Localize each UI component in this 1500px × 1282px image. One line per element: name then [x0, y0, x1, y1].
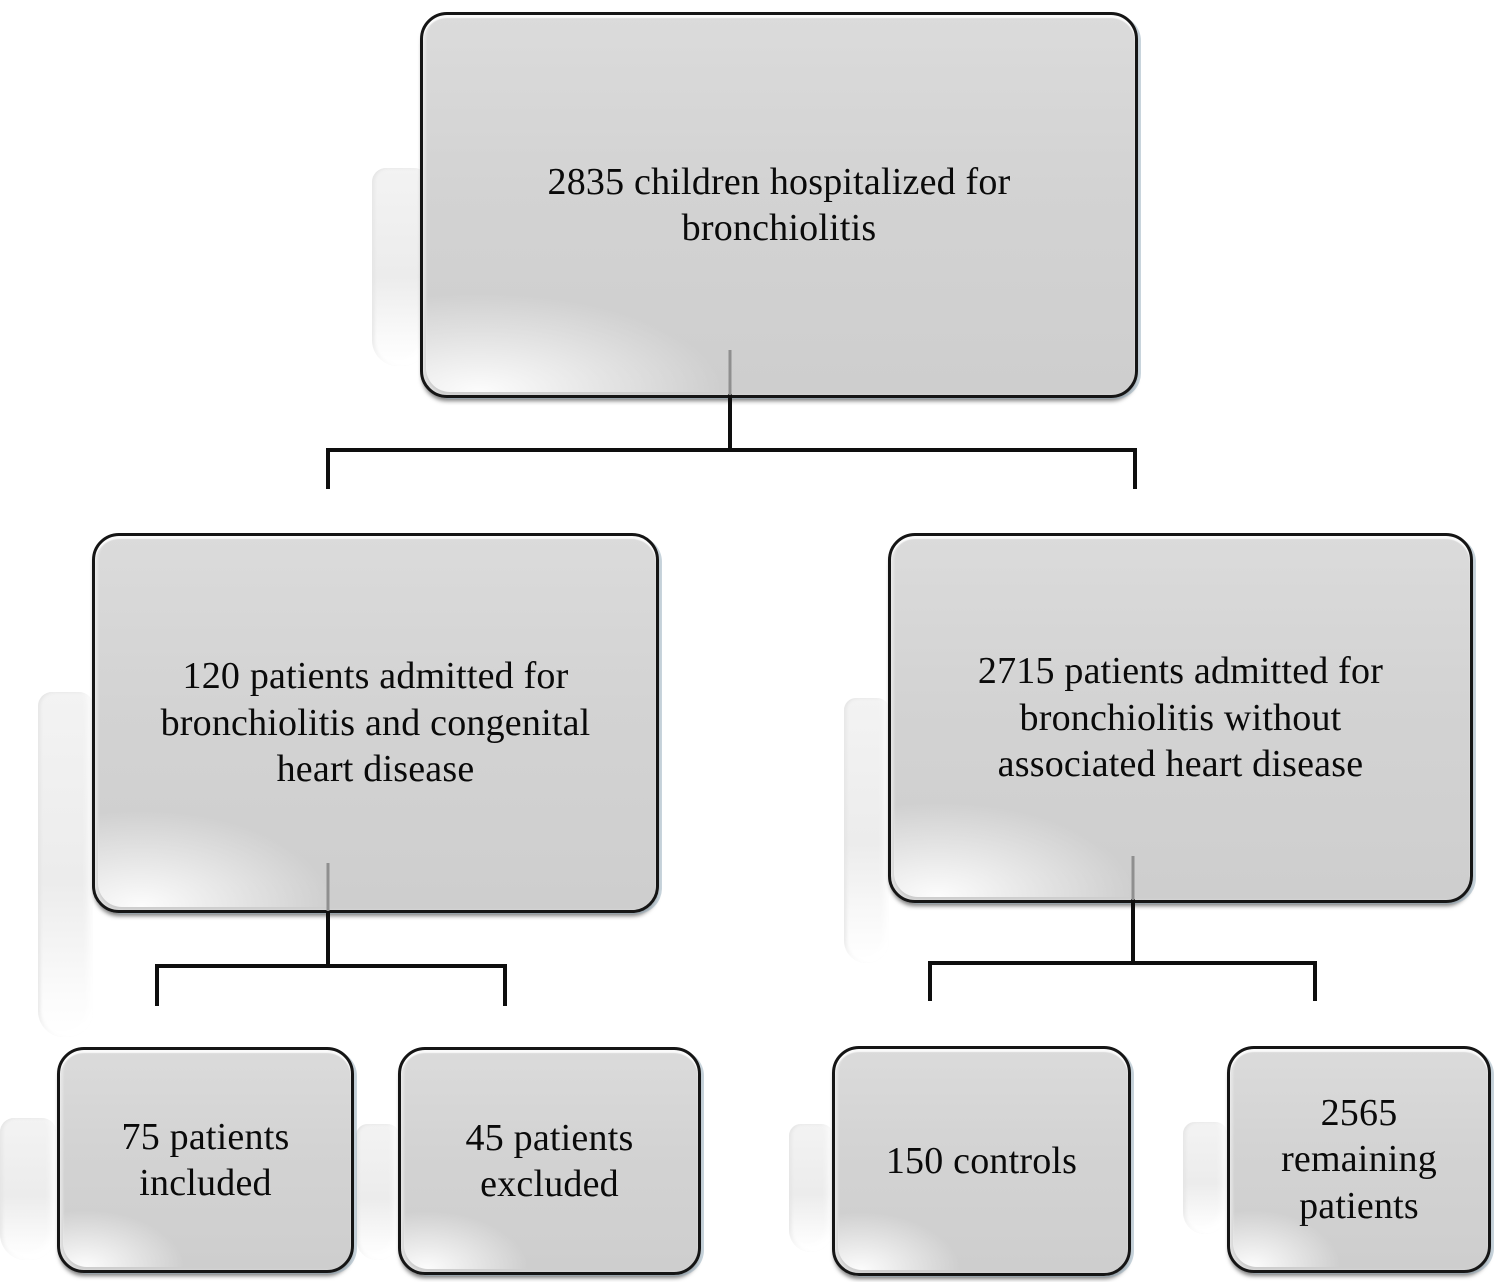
glow-artifact — [356, 1124, 399, 1260]
node-label: 2715 patients admitted for bronchiolitis… — [977, 650, 1384, 786]
node-label: 2835 children hospitalized for bronchiol… — [547, 160, 1011, 249]
connector-chd-split — [155, 910, 507, 1006]
connector-no-chd-split — [928, 899, 1317, 1001]
node-included: 75 patients included — [57, 1047, 354, 1273]
node-label: 45 patients excluded — [465, 1116, 634, 1205]
glow-artifact — [789, 1124, 833, 1252]
node-hospitalized-total: 2835 children hospitalized for bronchiol… — [420, 12, 1138, 398]
connector-root-split — [326, 394, 1137, 489]
glow-artifact — [372, 168, 428, 366]
node-label: 150 controls — [885, 1139, 1078, 1182]
glow-artifact — [0, 1118, 56, 1260]
node-label: 120 patients admitted for bronchiolitis … — [160, 655, 591, 791]
glow-artifact — [38, 692, 93, 1037]
node-no-chd-group: 2715 patients admitted for bronchiolitis… — [888, 533, 1473, 903]
node-label: 75 patients included — [121, 1115, 290, 1204]
node-excluded: 45 patients excluded — [398, 1047, 701, 1275]
node-chd-group: 120 patients admitted for bronchiolitis … — [92, 533, 659, 913]
node-controls: 150 controls — [832, 1046, 1131, 1276]
node-remaining-patients: 2565 remaining patients — [1227, 1046, 1491, 1273]
glow-artifact — [1183, 1122, 1227, 1234]
glow-artifact — [844, 698, 889, 963]
node-label: 2565 remaining patients — [1281, 1091, 1437, 1227]
